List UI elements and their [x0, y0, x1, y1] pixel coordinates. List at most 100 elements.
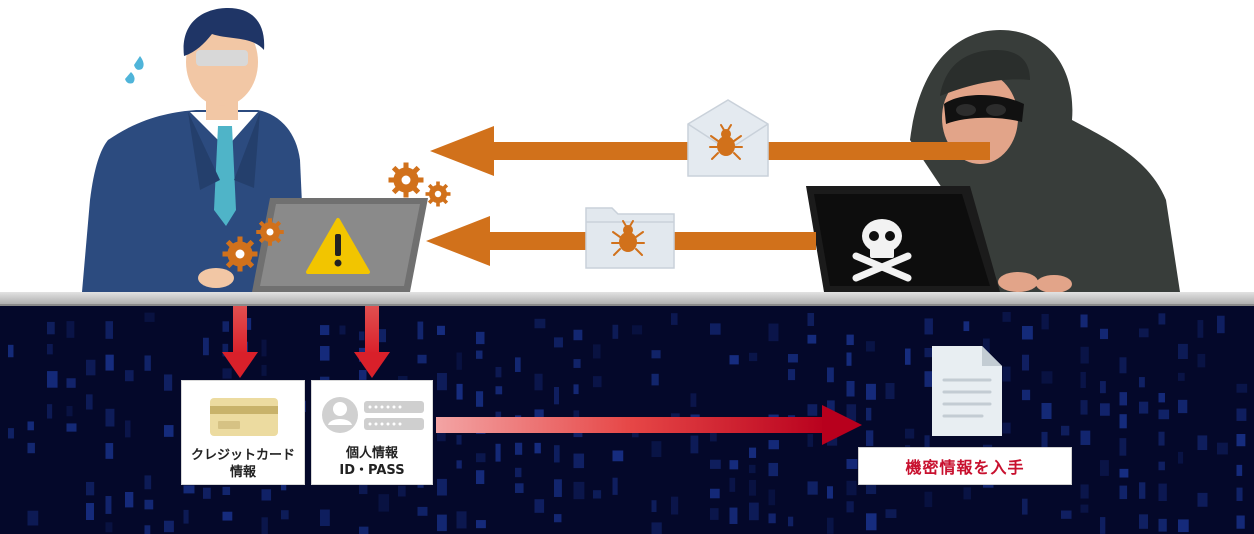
matrix-glyph	[86, 394, 93, 410]
matrix-glyph	[671, 313, 678, 325]
personal-info-label-line2: ID・PASS	[339, 463, 405, 478]
matrix-glyph	[1080, 504, 1089, 513]
matrix-glyph	[1119, 438, 1127, 456]
matrix-glyph	[398, 485, 406, 497]
matrix-glyph	[885, 383, 895, 400]
matrix-glyph	[573, 329, 583, 341]
matrix-glyph	[515, 467, 522, 478]
matrix-glyph	[437, 325, 445, 335]
matrix-glyph	[1178, 399, 1188, 414]
gear-icon	[425, 181, 451, 207]
matrix-glyph	[710, 459, 721, 469]
matrix-glyph	[339, 325, 346, 335]
matrix-glyph	[66, 378, 76, 388]
matrix-glyph	[554, 445, 560, 463]
gear-icon	[256, 218, 284, 246]
matrix-glyph	[222, 321, 230, 332]
matrix-glyph	[320, 346, 330, 361]
credit-card-label-line2: 情報	[229, 465, 256, 480]
card-leak-arrow	[222, 306, 258, 378]
matrix-glyph	[1236, 434, 1246, 447]
matrix-glyph	[749, 479, 756, 496]
matrix-glyph	[749, 502, 759, 521]
matrix-glyph	[534, 499, 545, 513]
matrix-glyph	[1119, 414, 1127, 429]
matrix-glyph	[1197, 320, 1204, 338]
matrix-glyph	[1080, 346, 1089, 364]
matrix-glyph	[1236, 487, 1243, 501]
matrix-glyph	[768, 462, 779, 477]
matrix-glyph	[164, 374, 173, 391]
matrix-glyph	[924, 347, 935, 358]
matrix-glyph	[125, 420, 131, 438]
matrix-glyph	[261, 517, 268, 534]
matrix-glyph	[924, 371, 935, 387]
matrix-glyph	[183, 485, 195, 494]
matrix-glyph	[1139, 328, 1149, 338]
skull-icon	[852, 219, 912, 282]
matrix-glyph	[222, 368, 232, 379]
matrix-glyph	[846, 501, 854, 513]
matrix-glyph	[1217, 315, 1225, 334]
matrix-glyph	[729, 355, 739, 365]
matrix-glyph	[866, 481, 877, 495]
matrix-glyph	[846, 380, 855, 397]
matrix-glyph	[1197, 492, 1208, 507]
matrix-glyph	[86, 503, 94, 521]
matrix-glyph	[359, 370, 367, 380]
matrix-glyph	[105, 408, 115, 427]
matrix-glyph	[573, 384, 579, 395]
gear-icon	[222, 236, 258, 272]
matrix-glyph	[476, 470, 485, 485]
matrix-glyph	[320, 325, 330, 336]
matrix-glyph	[1139, 482, 1146, 499]
matrix-glyph	[573, 410, 580, 419]
matrix-glyph	[144, 355, 151, 371]
matrix-glyph	[203, 337, 209, 356]
matrix-glyph	[105, 321, 113, 339]
matrix-glyph	[807, 404, 818, 416]
matrix-glyph	[456, 352, 462, 370]
matrix-glyph	[1061, 425, 1070, 436]
credential-leak-arrow	[354, 306, 390, 378]
matrix-glyph	[27, 421, 34, 431]
matrix-glyph	[164, 425, 174, 437]
hacker-laptop	[806, 186, 1000, 292]
matrix-glyph	[515, 442, 523, 455]
matrix-glyph	[86, 359, 96, 376]
matrix-glyph	[1002, 422, 1011, 434]
matrix-glyph	[476, 520, 486, 529]
matrix-glyph	[1119, 485, 1128, 500]
matrix-glyph	[1041, 402, 1052, 420]
matrix-glyph	[1100, 328, 1109, 340]
matrix-glyph	[885, 509, 897, 518]
matrix-glyph	[1100, 460, 1109, 476]
matrix-glyph	[1236, 464, 1243, 476]
matrix-glyph	[827, 517, 834, 534]
matrix-glyph	[534, 373, 543, 391]
matrix-glyph	[963, 487, 971, 500]
matrix-glyph	[515, 357, 521, 372]
matrix-glyph	[1158, 461, 1165, 471]
matrix-glyph	[924, 435, 930, 452]
matrix-glyph	[437, 514, 447, 532]
matrix-glyph	[1080, 484, 1089, 499]
credit-card-icon	[210, 398, 278, 436]
matrix-glyph	[261, 339, 267, 357]
matrix-glyph	[749, 447, 757, 458]
matrix-glyph	[47, 321, 55, 335]
personal-info-label-line1: 個人情報	[345, 446, 398, 461]
bug-icon	[611, 220, 645, 256]
matrix-glyph	[554, 514, 562, 523]
matrix-glyph	[807, 313, 815, 326]
matrix-glyph	[66, 423, 77, 432]
matrix-glyph	[1100, 403, 1110, 416]
gear-icon	[388, 162, 424, 198]
matrix-glyph	[573, 359, 581, 368]
matrix-glyph	[27, 510, 39, 526]
matrix-glyph	[768, 513, 776, 524]
matrix-glyph	[768, 323, 779, 342]
matrix-glyph	[222, 511, 233, 521]
